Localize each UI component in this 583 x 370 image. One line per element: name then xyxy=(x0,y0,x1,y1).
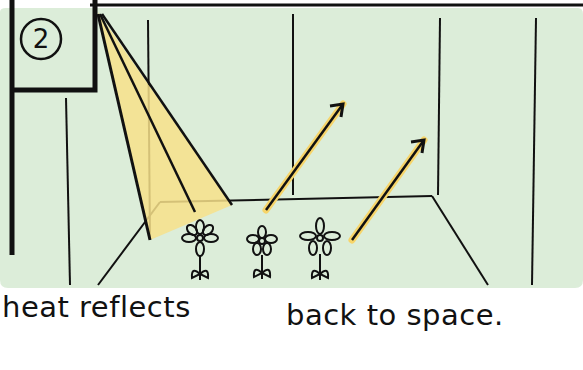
sun-rays xyxy=(98,12,232,240)
heat-arrow xyxy=(266,104,343,210)
caption-text: back to space. xyxy=(286,298,504,332)
heat-arrow-head xyxy=(411,140,424,153)
sun-ray xyxy=(100,14,195,212)
greenhouse-floor xyxy=(432,196,488,285)
greenhouse-frame xyxy=(66,98,70,285)
caption-text: heat reflects xyxy=(2,290,191,324)
number-frame xyxy=(12,0,95,90)
heat-arrow xyxy=(352,140,424,240)
flowers xyxy=(182,218,340,280)
callout-circle: 2 xyxy=(18,16,64,62)
panel-border xyxy=(90,4,583,7)
background-wash xyxy=(0,8,583,288)
greenhouse-frame xyxy=(532,18,536,285)
heat-arrow-head xyxy=(330,104,343,117)
panel-border xyxy=(10,0,15,255)
heat-glow xyxy=(352,140,424,240)
callout-number: 2 xyxy=(18,16,64,62)
greenhouse-frame xyxy=(438,18,440,195)
heat-glow xyxy=(266,104,343,210)
sun-ray xyxy=(102,14,232,205)
